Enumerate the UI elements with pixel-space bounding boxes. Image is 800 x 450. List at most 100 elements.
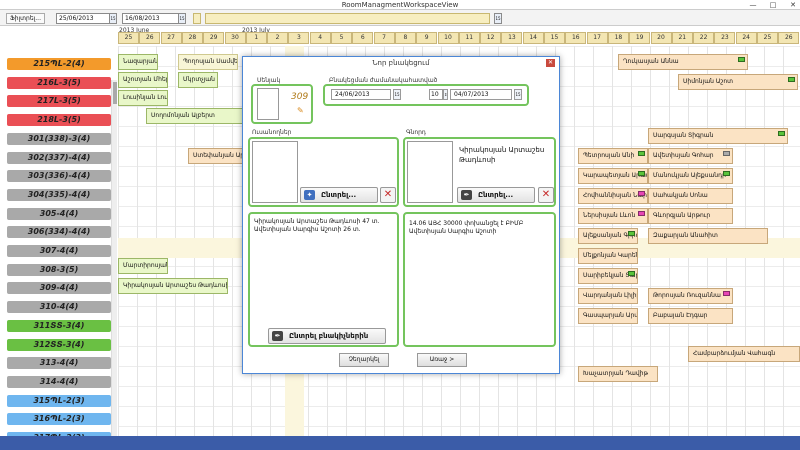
booking-bar[interactable]: Կիրակոսյան Արտաշես Թադևոսի bbox=[118, 278, 228, 294]
room-item[interactable]: 310-4(4) bbox=[7, 301, 111, 314]
room-item[interactable]: 314-4(4) bbox=[7, 375, 111, 388]
booking-bar[interactable]: Մկրտչյան Վարդան bbox=[178, 72, 218, 88]
students-notes-text[interactable]: Կիրակոսյան Արտաշես Թադևոսի 47 տ. Ավետիսյ… bbox=[254, 218, 380, 233]
day-header-cell[interactable]: 9 bbox=[416, 32, 438, 44]
booking-bar[interactable]: Գևորգյան Արթուր bbox=[648, 208, 733, 224]
booking-bar[interactable]: Մարտիրոսյան Արփինե bbox=[118, 258, 168, 274]
day-header-cell[interactable]: 26 bbox=[139, 32, 161, 44]
room-item[interactable]: 309-4(4) bbox=[7, 282, 111, 295]
day-header-cell[interactable]: 29 bbox=[203, 32, 225, 44]
booking-bar[interactable]: Զաքարյան Անահիտ bbox=[648, 228, 768, 244]
day-header-cell[interactable]: 21 bbox=[671, 32, 693, 44]
day-header-cell[interactable]: 10 bbox=[437, 32, 459, 44]
day-header-cell[interactable]: 2 bbox=[267, 32, 289, 44]
day-header-cell[interactable]: 8 bbox=[394, 32, 416, 44]
day-header-cell[interactable]: 5 bbox=[331, 32, 352, 44]
day-header-cell[interactable]: 12 bbox=[480, 32, 502, 44]
booking-bar[interactable]: Վարդանյան Լիլիթ bbox=[578, 288, 638, 304]
day-header-cell[interactable]: 28 bbox=[181, 32, 203, 44]
remove-teacher-button[interactable]: ✕ bbox=[538, 187, 554, 203]
room-item[interactable]: 311ՏՏ-3(4) bbox=[7, 319, 111, 332]
room-item[interactable]: 217L-3(5) bbox=[7, 95, 111, 108]
booking-bar[interactable]: Հովհաննիսյան Նարեկ bbox=[578, 188, 648, 204]
booking-bar[interactable]: Ղուկասյան Աննա bbox=[618, 54, 748, 70]
booking-bar[interactable]: Մանուկյան Ալեքսանդր bbox=[648, 168, 733, 184]
room-item[interactable]: 306(334)-4(4) bbox=[7, 226, 111, 239]
booking-bar[interactable]: Մելքոնյան Կարեն bbox=[578, 248, 638, 264]
minimize-icon[interactable]: — bbox=[749, 1, 757, 9]
day-header-cell[interactable]: 3 bbox=[288, 32, 310, 44]
edit-room-icon[interactable]: ✎ bbox=[297, 106, 304, 115]
date-from-calendar-icon[interactable]: 15 bbox=[109, 13, 117, 24]
day-header-cell[interactable]: 24 bbox=[735, 32, 757, 44]
room-item[interactable]: 305-4(4) bbox=[7, 207, 111, 220]
day-header-cell[interactable]: 20 bbox=[650, 32, 672, 44]
booking-bar[interactable]: Ներսիսյան Լևոն bbox=[578, 208, 648, 224]
select-student-button[interactable]: ✦ Ընտրել... bbox=[300, 187, 378, 203]
cancel-button[interactable]: Չեղարկել bbox=[339, 353, 389, 367]
day-header-cell[interactable]: 13 bbox=[501, 32, 523, 44]
booking-bar[interactable]: Աշոտյան Մհեր bbox=[118, 72, 168, 88]
booking-bar[interactable]: Կարապետյան Արամ bbox=[578, 168, 648, 184]
day-header-cell[interactable]: 6 bbox=[352, 32, 374, 44]
day-header-cell[interactable]: 4 bbox=[309, 32, 331, 44]
booking-bar[interactable]: Ստեփանյան Արմեն bbox=[188, 148, 248, 164]
filter-button[interactable]: Ֆիլտրել... bbox=[6, 13, 45, 24]
period-start-calendar-icon[interactable]: 15 bbox=[393, 89, 401, 100]
day-header-cell[interactable]: 18 bbox=[607, 32, 629, 44]
select-residents-button[interactable]: ✒ Ընտրել բնակիչներին bbox=[268, 328, 386, 344]
day-header-cell[interactable]: 7 bbox=[373, 32, 395, 44]
select-teacher-button[interactable]: ✒ Ընտրել... bbox=[457, 187, 535, 203]
period-end-input[interactable]: 04/07/2013 bbox=[450, 89, 512, 100]
day-header-cell[interactable]: 16 bbox=[565, 32, 587, 44]
booking-bar[interactable]: Թորոսյան Ռուզաննա bbox=[648, 288, 733, 304]
day-header-cell[interactable]: 23 bbox=[714, 32, 736, 44]
nights-stepper[interactable]: ⇕ bbox=[443, 89, 448, 100]
room-item[interactable]: 302(337)-4(4) bbox=[7, 151, 111, 164]
room-item[interactable]: 315ՊL-2(3) bbox=[7, 394, 111, 407]
booking-bar[interactable]: Խաչատրյան Դավիթ bbox=[578, 366, 658, 382]
booking-bar[interactable]: Պողոսյան Սամվել bbox=[178, 54, 238, 70]
booking-bar[interactable]: Սարիբեկյան Տաթևիկ bbox=[578, 268, 638, 284]
booking-bar[interactable]: Ավետիսյան Գոհար bbox=[648, 148, 733, 164]
room-item[interactable]: 216L-3(5) bbox=[7, 76, 111, 89]
room-item[interactable]: 316ՊL-2(3) bbox=[7, 413, 111, 426]
day-header-cell[interactable]: 27 bbox=[160, 32, 182, 44]
room-item[interactable]: 312ՏՏ-3(4) bbox=[7, 338, 111, 351]
toolbar-indicator[interactable] bbox=[193, 13, 201, 24]
day-header-cell[interactable]: 19 bbox=[629, 32, 651, 44]
close-icon[interactable]: ✕ bbox=[790, 1, 796, 9]
teacher-notes-text[interactable]: 14.06 ԱՅՀ 30000 փոխանցել է ԲԻՄԲ Ավետիսյա… bbox=[409, 220, 524, 235]
scrollbar-thumb[interactable] bbox=[113, 82, 117, 104]
room-item[interactable]: 307-4(4) bbox=[7, 245, 111, 257]
day-header-cell[interactable]: 17 bbox=[586, 32, 608, 44]
booking-bar[interactable]: Ալեքսանյան Գրիգոր bbox=[578, 228, 638, 244]
day-header-cell[interactable]: 1 bbox=[245, 32, 267, 44]
nights-input[interactable]: 10 bbox=[429, 89, 443, 100]
date-to-calendar-icon[interactable]: 15 bbox=[178, 13, 186, 24]
toolbar-calendar-icon[interactable]: 15 bbox=[494, 13, 502, 24]
booking-bar[interactable]: Պետրոսյան Անի bbox=[578, 148, 648, 164]
rooms-scrollbar[interactable] bbox=[111, 80, 117, 450]
room-item[interactable]: 218L-3(5) bbox=[7, 114, 111, 127]
room-item[interactable]: 304(335)-4(4) bbox=[7, 188, 111, 201]
day-header-cell[interactable]: 25 bbox=[118, 32, 139, 44]
next-button[interactable]: Առաջ > bbox=[417, 353, 467, 367]
room-item[interactable]: 313-4(4) bbox=[7, 357, 111, 370]
room-item[interactable]: 308-3(5) bbox=[7, 263, 111, 276]
booking-bar[interactable]: Սիմոնյան Աշոտ bbox=[678, 74, 798, 90]
room-item[interactable]: 215ՊL-2(4) bbox=[7, 58, 111, 70]
day-header-cell[interactable]: 15 bbox=[544, 32, 565, 44]
period-end-calendar-icon[interactable]: 15 bbox=[514, 89, 522, 100]
day-header-cell[interactable]: 14 bbox=[522, 32, 544, 44]
booking-bar[interactable]: Համբարձումյան Վահագն bbox=[688, 346, 800, 362]
period-start-input[interactable]: 24/06/2013 bbox=[331, 89, 391, 100]
room-item[interactable]: 301(338)-3(4) bbox=[7, 132, 111, 145]
booking-bar[interactable]: Սարգսյան Տիգրան bbox=[648, 128, 788, 144]
day-header-cell[interactable]: 11 bbox=[458, 32, 480, 44]
day-header-cell[interactable]: 25 bbox=[757, 32, 778, 44]
booking-bar[interactable]: Գասպարյան Արմինե bbox=[578, 308, 638, 324]
remove-student-button[interactable]: ✕ bbox=[380, 187, 396, 203]
booking-bar[interactable]: Սահակյան Սոնա bbox=[648, 188, 733, 204]
date-to-input[interactable]: 16/08/2013 bbox=[122, 13, 182, 24]
